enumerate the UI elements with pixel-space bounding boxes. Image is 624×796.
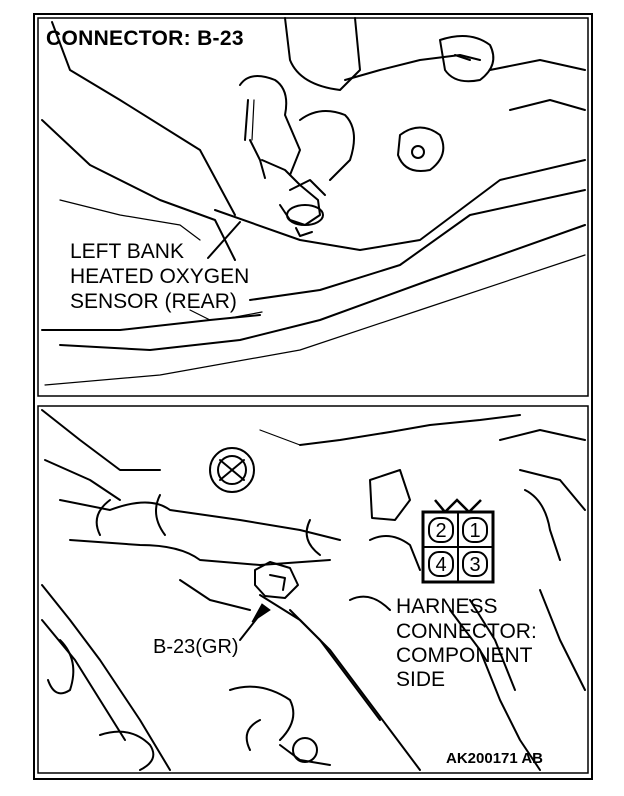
sensor-label-line1: LEFT BANK xyxy=(70,240,184,263)
connector-title: CONNECTOR: B-23 xyxy=(46,27,244,50)
pin-number: 3 xyxy=(469,554,480,576)
harness-label-line2: CONNECTOR: xyxy=(396,620,537,643)
figure-code: AK200171 AB xyxy=(446,750,543,767)
engine-bay-illustration-top xyxy=(41,17,586,386)
connector-id-label: B-23(GR) xyxy=(153,636,239,658)
pin-cell xyxy=(428,551,454,577)
harness-label-line1: HARNESS xyxy=(396,595,498,618)
pin-cell xyxy=(428,517,454,543)
pin-number: 4 xyxy=(435,554,446,576)
connector-latch xyxy=(434,498,482,514)
connector-face: 2 1 4 3 xyxy=(421,498,495,584)
pin-number: 2 xyxy=(435,520,446,542)
sensor-label-line2: HEATED OXYGEN xyxy=(70,265,250,288)
sensor-label-line3: SENSOR (REAR) xyxy=(70,290,237,313)
harness-label-line3: COMPONENT xyxy=(396,644,533,667)
harness-label-line4: SIDE xyxy=(396,668,446,691)
pin-cell xyxy=(462,551,488,577)
pin-number: 1 xyxy=(469,520,480,542)
bottom-panel-frame xyxy=(37,405,589,774)
pin-cell xyxy=(462,517,488,543)
engine-bay-illustration-bottom xyxy=(41,409,586,771)
top-panel-frame xyxy=(37,17,589,397)
